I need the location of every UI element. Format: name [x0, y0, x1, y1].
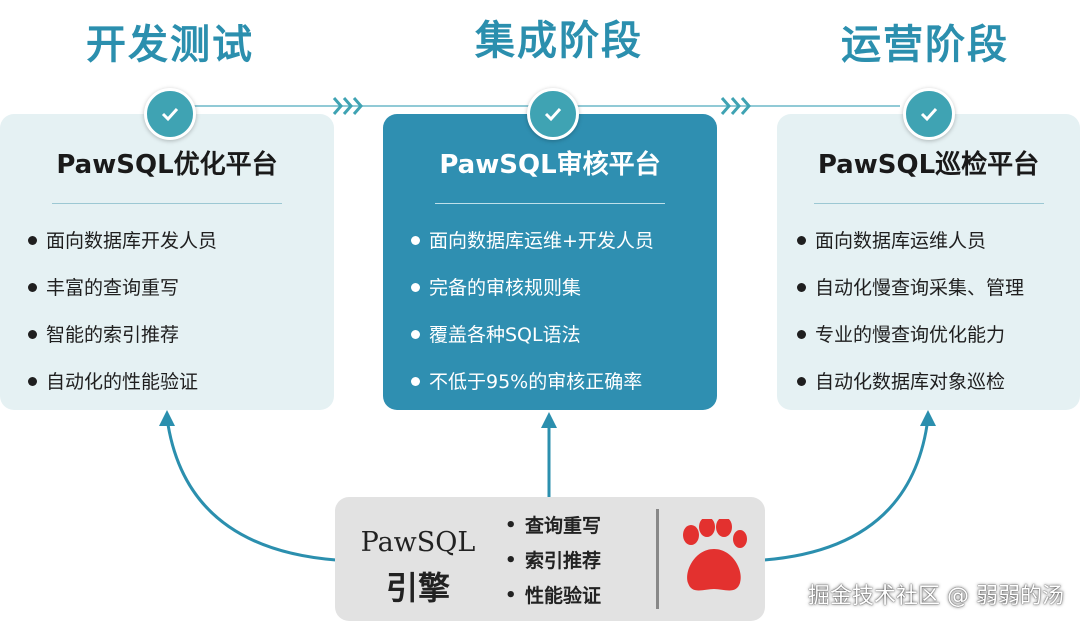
check-icon: [903, 88, 955, 140]
list-item: 性能验证: [505, 585, 601, 620]
list-item: 索引推荐: [505, 550, 601, 585]
check-icon: [527, 88, 579, 140]
list-item: 自动化的性能验证: [28, 369, 334, 416]
inspection-platform-card: PawSQL巡检平台 面向数据库运维人员 自动化慢查询采集、管理 专业的慢查询优…: [777, 114, 1080, 410]
card-title: PawSQL审核平台: [439, 150, 661, 180]
list-item: 智能的索引推荐: [28, 322, 334, 369]
card-title: PawSQL优化平台: [56, 150, 278, 180]
list-item: 专业的慢查询优化能力: [797, 322, 1080, 369]
stage-title-dev: 开发测试: [86, 22, 254, 68]
list-item: 不低于95%的审核正确率: [411, 369, 717, 416]
list-item: 完备的审核规则集: [411, 275, 717, 322]
divider: [656, 509, 659, 609]
divider: [435, 203, 665, 204]
paw-print-icon: [683, 519, 747, 591]
engine-name: PawSQL: [360, 527, 476, 558]
chevron-arrow-2: [720, 97, 751, 115]
stage-title-operation: 运营阶段: [841, 22, 1009, 68]
watermark: 掘金技术社区 @ 弱弱的汤: [808, 584, 1064, 609]
list-item: 丰富的查询重写: [28, 275, 334, 322]
engine-subtitle: 引擎: [385, 569, 450, 607]
list-item: 面向数据库运维人员: [797, 228, 1080, 275]
list-item: 面向数据库运维+开发人员: [411, 228, 717, 275]
check-icon: [144, 88, 196, 140]
list-item: 自动化慢查询采集、管理: [797, 275, 1080, 322]
chevron-arrow-1: [332, 97, 363, 115]
arrow-engine-to-inspect: [763, 417, 930, 562]
audit-platform-card: PawSQL审核平台 面向数据库运维+开发人员 完备的审核规则集 覆盖各种SQL…: [383, 114, 717, 410]
divider: [813, 203, 1044, 204]
stage-title-integration: 集成阶段: [475, 18, 643, 64]
list-item: 查询重写: [505, 515, 601, 550]
arrow-engine-to-optimize: [165, 417, 337, 562]
divider: [52, 203, 282, 204]
list-item: 面向数据库开发人员: [28, 228, 334, 275]
list-item: 自动化数据库对象巡检: [797, 369, 1080, 416]
optimize-platform-card: PawSQL优化平台 面向数据库开发人员 丰富的查询重写 智能的索引推荐 自动化…: [0, 114, 334, 410]
list-item: 覆盖各种SQL语法: [411, 322, 717, 369]
engine-box: PawSQL 引擎 查询重写 索引推荐 性能验证: [335, 497, 765, 621]
card-title: PawSQL巡检平台: [817, 150, 1040, 180]
